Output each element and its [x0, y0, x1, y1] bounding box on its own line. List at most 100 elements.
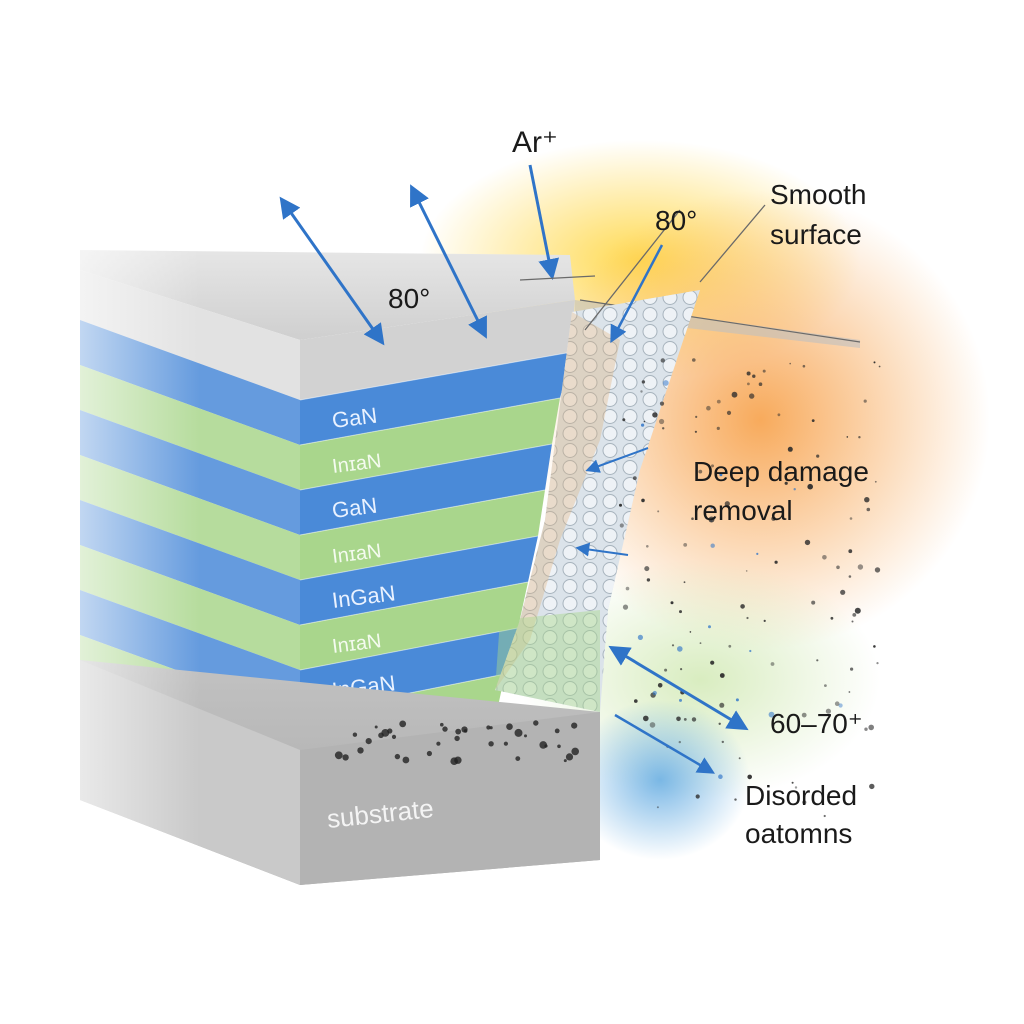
layer-front-6 [300, 582, 528, 670]
layer-edge-7 [299, 627, 519, 671]
particle [695, 415, 698, 418]
particle [664, 668, 668, 672]
particle [735, 698, 739, 702]
particle [838, 703, 843, 708]
particle [802, 364, 806, 368]
particle [864, 727, 868, 731]
particle [719, 702, 725, 708]
particle [749, 649, 752, 653]
layer-front-1 [300, 352, 572, 445]
deep-damage-line1: Deep damage [693, 456, 869, 487]
defect-particle [524, 734, 527, 738]
beam-arrow-6 [575, 542, 629, 557]
particle [695, 794, 700, 799]
left-fade [0, 200, 200, 920]
particle [825, 708, 832, 714]
defect-particle [488, 741, 494, 747]
particle [719, 473, 723, 477]
particle [622, 604, 629, 610]
particle [770, 662, 775, 666]
layer-front-2 [300, 398, 560, 490]
defect-particle [342, 754, 349, 761]
particle [706, 405, 711, 411]
particle [784, 481, 788, 485]
ion-beam-arrows [279, 164, 766, 774]
particle [749, 393, 755, 399]
etched-sidewall [495, 290, 700, 712]
exit-arrow [608, 645, 749, 731]
particle [734, 798, 737, 801]
particle [745, 570, 748, 572]
particle [811, 600, 816, 605]
annotations: Ar⁺ 80° 80° Smooth surface Deep damage r… [388, 126, 869, 849]
smooth-surface-line2: surface [770, 219, 862, 250]
deep-damage-line2: removal [693, 495, 793, 526]
top-angle-label: 80° [388, 283, 430, 314]
particle [848, 691, 851, 693]
particle [874, 567, 881, 573]
defect-particle [352, 732, 358, 737]
particle [849, 517, 853, 520]
particle [857, 564, 864, 570]
particle [726, 410, 732, 415]
particle [747, 774, 752, 780]
exit-angle-label: 60–70⁺ [770, 708, 863, 739]
particle [689, 631, 692, 633]
particle [662, 380, 669, 386]
defect-particle [440, 722, 444, 727]
particle [619, 503, 622, 507]
particle [858, 436, 861, 439]
defect-particle [454, 756, 462, 764]
defect-particle [334, 751, 343, 760]
particle [649, 722, 656, 728]
defect-particle [514, 728, 523, 737]
defect-particle [365, 738, 372, 745]
particle [683, 718, 687, 721]
particle [746, 371, 751, 376]
sidewall-angle-label: 80° [655, 205, 697, 236]
surface-pointer-line [699, 204, 766, 283]
particle [641, 380, 646, 384]
defect-particle [506, 723, 513, 730]
particle [746, 616, 749, 620]
beam-arrow-1 [279, 196, 385, 346]
particle [694, 430, 698, 433]
particle [824, 684, 827, 687]
particle [731, 391, 738, 398]
particle [679, 610, 682, 614]
particle [816, 659, 819, 662]
particle [652, 690, 657, 696]
particle [756, 552, 759, 556]
particle [716, 426, 720, 430]
particle [830, 616, 834, 620]
defect-particle [399, 720, 407, 728]
particle [634, 699, 638, 703]
particle [840, 589, 846, 595]
particle [869, 783, 875, 790]
particle [873, 361, 876, 364]
particle [692, 358, 696, 362]
defect-particle [426, 750, 432, 757]
layer-front-4 [300, 490, 545, 580]
particle [724, 501, 730, 507]
particle [851, 620, 854, 623]
beam-arrow-5 [585, 447, 649, 473]
particle [763, 619, 766, 623]
defect-particle [571, 747, 579, 756]
defect-particle [533, 720, 539, 726]
particle [807, 483, 813, 490]
particle [721, 740, 724, 744]
defect-particle [378, 732, 384, 739]
particle [659, 401, 665, 406]
particle [683, 543, 688, 547]
particle [699, 642, 702, 644]
layer-edge-5 [299, 535, 539, 581]
particle [718, 774, 723, 779]
particle [656, 806, 659, 809]
particle [662, 427, 665, 430]
particle [874, 480, 877, 483]
particle [710, 660, 715, 665]
particle [670, 601, 674, 605]
smooth-surface-line1: Smooth [770, 179, 867, 210]
defect-particle [455, 728, 462, 735]
